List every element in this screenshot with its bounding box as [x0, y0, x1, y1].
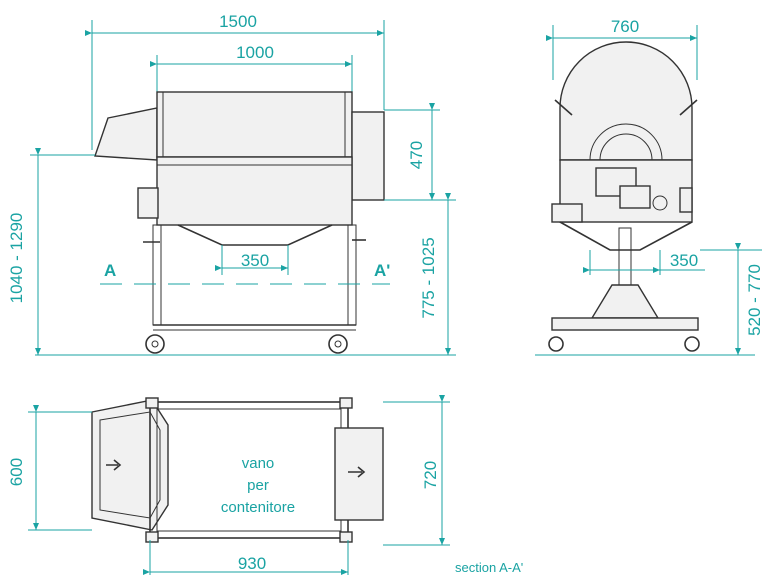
dim-520-770-label: 520 - 770: [745, 264, 764, 336]
dim-775-1025-label: 775 - 1025: [419, 237, 438, 318]
front-view: 1500 1000: [7, 12, 456, 356]
dim-1000-label: 1000: [236, 43, 274, 62]
dim-1040-1290-label: 1040 - 1290: [7, 213, 26, 304]
top-view: 600 720 930 vano per contenitore section…: [7, 395, 523, 575]
dim-760-label: 760: [611, 17, 639, 36]
dim-720-label: 720: [421, 461, 440, 489]
section-label-a: A: [104, 261, 116, 280]
dim-350-side-label: 350: [670, 251, 698, 270]
section-caption: section A-A': [455, 560, 523, 575]
dim-1500-label: 1500: [219, 12, 257, 31]
space-label-line3: contenitore: [221, 499, 295, 516]
side-view: 760 350 520 - 770: [535, 17, 764, 356]
space-label-line1: vano: [242, 455, 275, 472]
dim-470-label: 470: [407, 141, 426, 169]
dim-350-front-label: 350: [241, 251, 269, 270]
dim-930-label: 930: [238, 554, 266, 573]
space-label-line2: per: [247, 477, 269, 494]
section-label-a-prime: A': [374, 261, 390, 280]
dim-600-label: 600: [7, 458, 26, 486]
